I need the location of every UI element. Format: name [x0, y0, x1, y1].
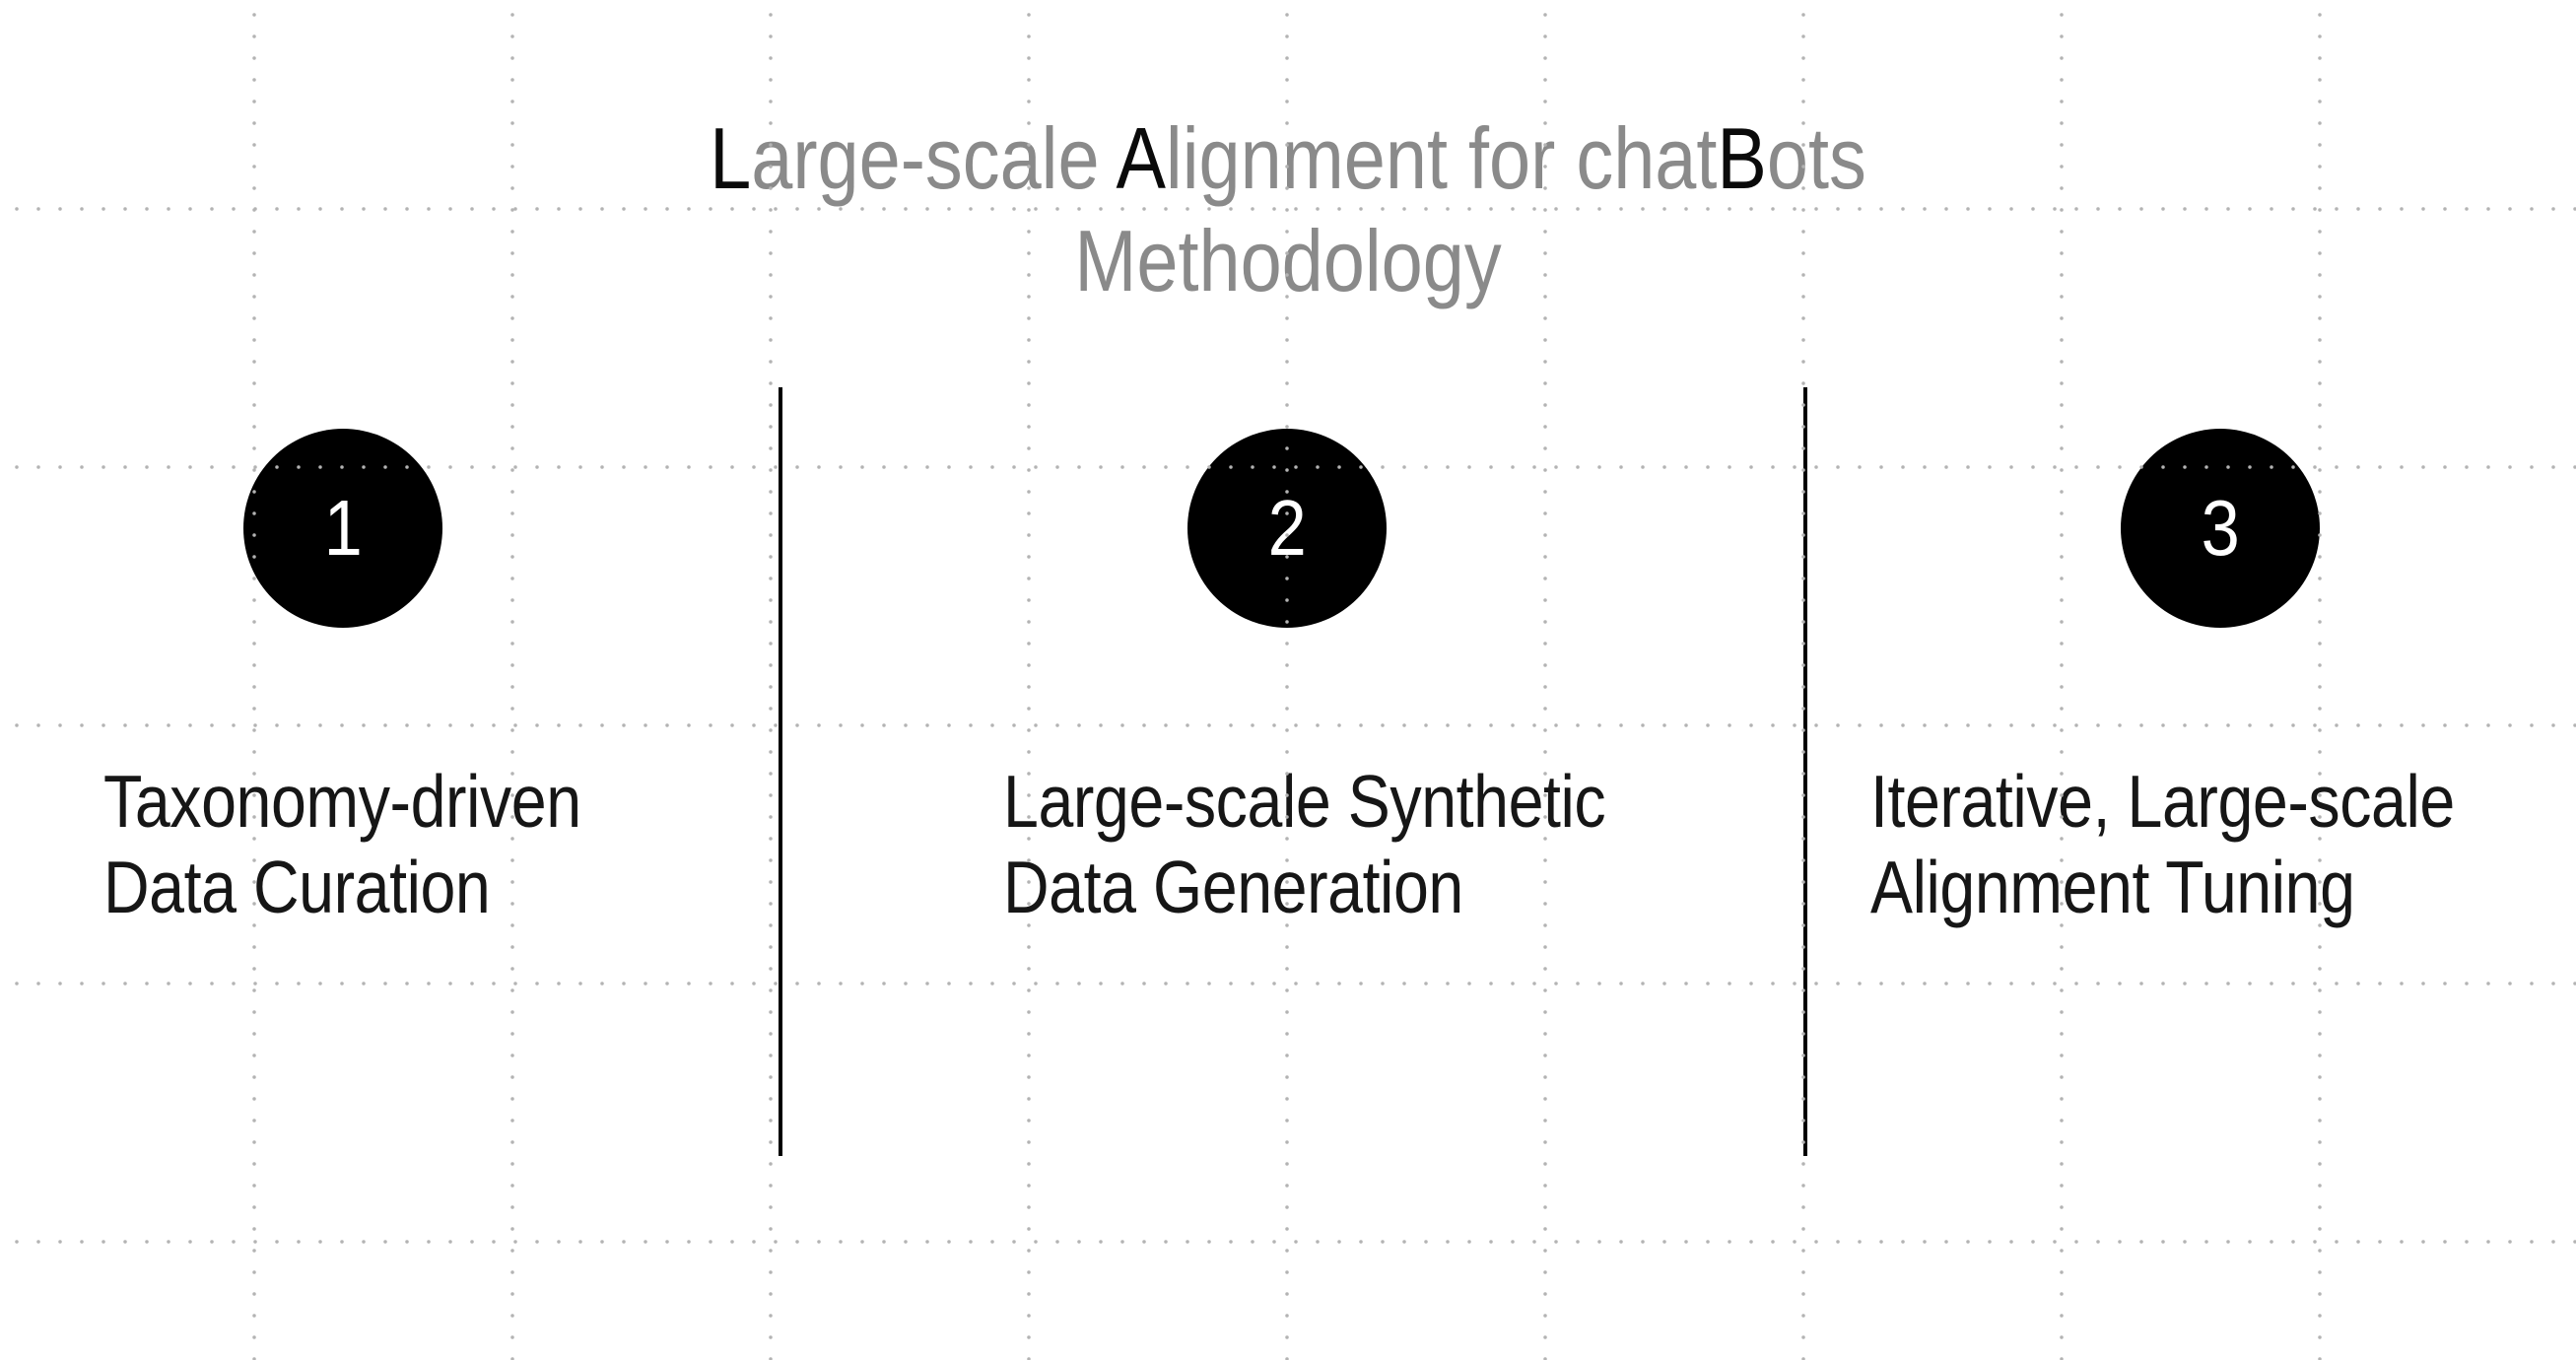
title-emphasis-A: A	[1116, 109, 1166, 207]
step-3-number: 3	[2201, 484, 2240, 572]
step-3-label-line1: Iterative, Large-scale	[1870, 760, 2455, 843]
step-3-circle: 3	[2121, 429, 2320, 628]
slide-subtitle: Methodology	[1074, 212, 1502, 309]
slide-title-line1: Large-scale Alignment for chatBots	[180, 107, 2396, 210]
step-1-number: 1	[323, 484, 363, 572]
step-1-label-line2: Data Curation	[103, 846, 491, 928]
title-emphasis-L: L	[710, 109, 752, 207]
step-1-label-line1: Taxonomy-driven	[103, 760, 581, 843]
title-segment: arge-scale	[751, 109, 1117, 207]
slide-title: Large-scale Alignment for chatBots Metho…	[180, 107, 2396, 312]
step-2-circle: 2	[1187, 429, 1387, 628]
step-2-label-line1: Large-scale Synthetic	[1003, 760, 1606, 843]
divider-1	[779, 387, 782, 1156]
step-1-circle: 1	[243, 429, 442, 628]
title-segment: lignment for chat	[1165, 109, 1718, 207]
step-2-label-line2: Data Generation	[1003, 846, 1463, 928]
step-2-label: Large-scale Synthetic Data Generation	[1003, 759, 1606, 930]
title-segment: ots	[1766, 109, 1866, 207]
step-3-label: Iterative, Large-scale Alignment Tuning	[1870, 759, 2455, 930]
title-emphasis-B: B	[1717, 109, 1767, 207]
divider-2	[1803, 387, 1807, 1156]
step-3-label-line2: Alignment Tuning	[1870, 846, 2355, 928]
step-2-number: 2	[1267, 484, 1307, 572]
step-1-label: Taxonomy-driven Data Curation	[103, 759, 581, 930]
